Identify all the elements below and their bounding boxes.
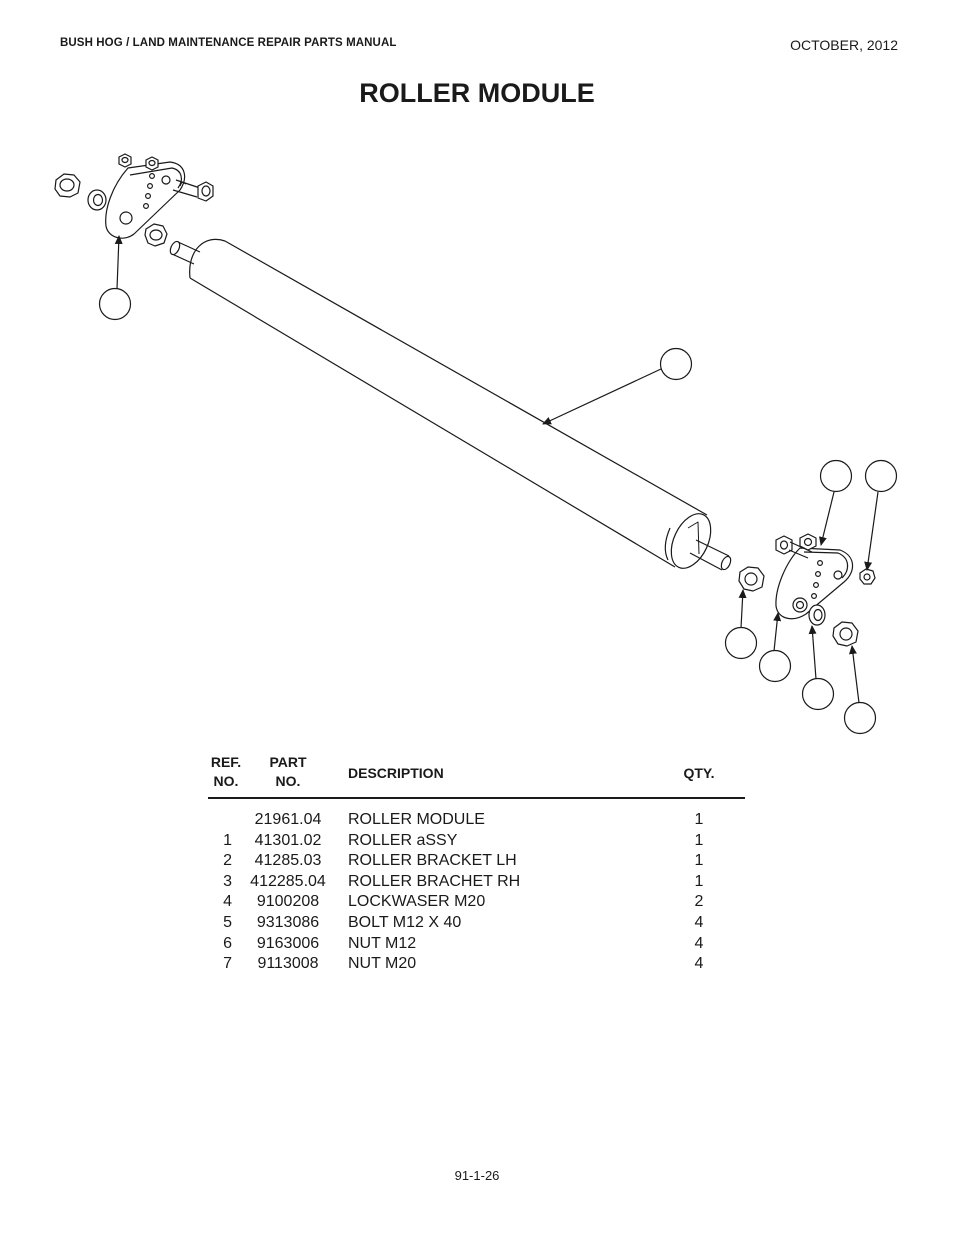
- description: ROLLER BRACHET RH: [348, 872, 521, 890]
- ref-no: 7: [223, 955, 232, 973]
- header-description: DESCRIPTION: [348, 765, 444, 781]
- qty: 1: [694, 831, 704, 849]
- table-row: 6 9163006 NUT M12 4: [208, 935, 745, 956]
- table-row: 2 41285.03 ROLLER BRACKET LH 1: [208, 852, 745, 873]
- leader-arrows: [114, 235, 879, 704]
- header-ref-line2: NO.: [213, 773, 239, 789]
- table-row: 5 9313086 BOLT M12 X 40 4: [208, 914, 745, 935]
- table-row: 4 9100208 LOCKWASER M20 2: [208, 893, 745, 914]
- page-title: ROLLER MODULE: [359, 78, 595, 108]
- part-no: 9100208: [256, 893, 320, 911]
- ref-no: 5: [223, 913, 232, 931]
- ref-no: 3: [223, 872, 232, 890]
- manual-title: BUSH HOG / LAND MAINTENANCE REPAIR PARTS…: [60, 37, 397, 49]
- parts-rows: 21961.04 ROLLER MODULE 1 1 41301.02 ROLL…: [208, 811, 745, 976]
- description: NUT M12: [348, 934, 417, 952]
- header-ref-no: REF. NO.: [208, 753, 244, 791]
- header-part-line1: PART: [269, 754, 307, 770]
- qty: 4: [694, 913, 704, 931]
- part-no: 412285.04: [250, 872, 326, 890]
- part-no: 41301.02: [254, 831, 322, 849]
- header-rule: [208, 797, 745, 799]
- qty: 1: [694, 852, 704, 870]
- table-row: 21961.04 ROLLER MODULE 1: [208, 811, 745, 832]
- callout-balloons: [98, 287, 898, 735]
- part-no: 9313086: [256, 913, 320, 931]
- ref-no: 1: [223, 831, 232, 849]
- publication-date: OCTOBER, 2012: [790, 37, 898, 53]
- qty: 1: [694, 872, 704, 890]
- qty: 1: [694, 811, 704, 828]
- table-row: 7 9113008 NUT M20 4: [208, 955, 745, 976]
- ref-no: 2: [223, 852, 232, 870]
- header-ref-line1: REF.: [210, 754, 242, 770]
- description: ROLLER aSSY: [348, 831, 458, 849]
- part-no: 21961.04: [254, 811, 322, 828]
- description: ROLLER BRACKET LH: [348, 852, 517, 870]
- qty: 4: [694, 955, 704, 973]
- description: LOCKWASER M20: [348, 893, 486, 911]
- qty: 4: [694, 934, 704, 952]
- ref-no: 4: [223, 893, 232, 911]
- header-part-line2: NO.: [275, 773, 301, 789]
- page-number: 91-1-26: [454, 1168, 500, 1183]
- header-part-no: PART NO.: [254, 753, 322, 791]
- left-bracket-group: [54, 153, 214, 247]
- exploded-parts-diagram: [54, 153, 898, 735]
- table-row: 1 41301.02 ROLLER aSSY 1: [208, 832, 745, 853]
- qty: 2: [694, 893, 704, 911]
- part-no: 41285.03: [254, 852, 322, 870]
- right-bracket-group: [738, 533, 876, 647]
- description: BOLT M12 X 40: [348, 913, 462, 931]
- roller-assembly: [169, 238, 732, 571]
- table-row: 3 412285.04 ROLLER BRACHET RH 1: [208, 873, 745, 894]
- header-qty: QTY.: [683, 765, 715, 781]
- ref-no: 6: [223, 934, 232, 952]
- part-no: 9113008: [257, 955, 319, 973]
- part-no: 9163006: [256, 934, 320, 952]
- description: NUT M20: [348, 955, 417, 973]
- description: ROLLER MODULE: [348, 811, 485, 828]
